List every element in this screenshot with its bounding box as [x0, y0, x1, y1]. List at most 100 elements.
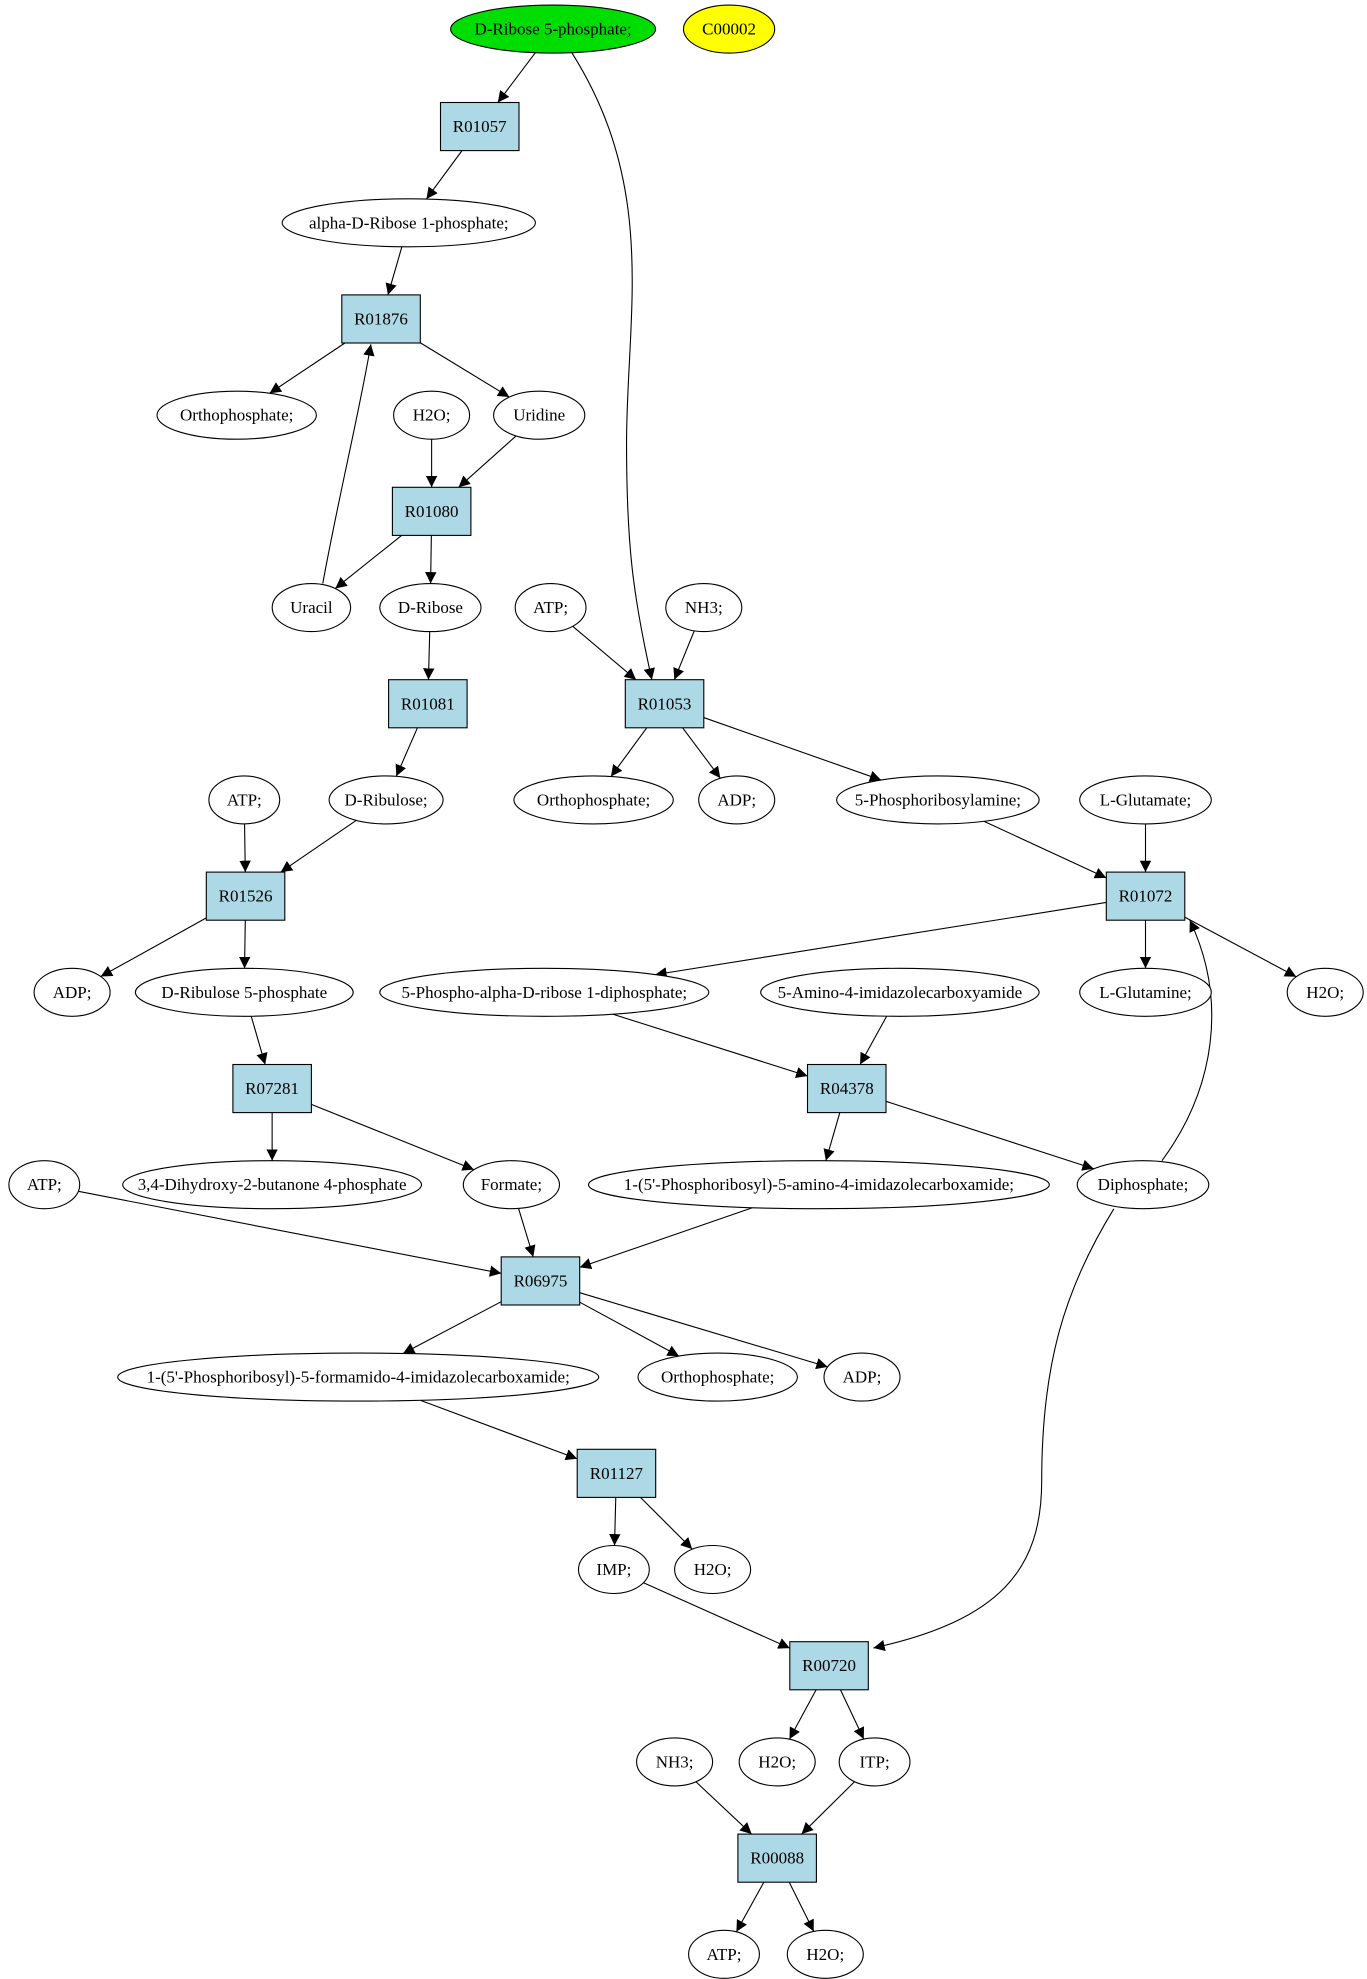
compound-node-adp-2[interactable]: ADP;: [33, 967, 111, 1017]
reaction-node-shape: [789, 1641, 869, 1691]
edge-diphosphate-to-r01072: [1162, 920, 1212, 1160]
compound-node-h2o-5[interactable]: H2O;: [786, 1929, 864, 1979]
edge-faicar-to-r01127: [421, 1400, 578, 1461]
compound-node-imp[interactable]: IMP;: [577, 1544, 650, 1595]
edge-r07281-to-formate: [311, 1104, 474, 1171]
edge-r06975-to-orthophosphate-3: [580, 1302, 679, 1356]
compound-node-a-d-ribose-1p[interactable]: alpha-D-Ribose 1-phosphate;: [281, 198, 536, 248]
edge-atp-2-to-r01526: [239, 824, 251, 872]
node-label: 5-Phosphoribosylamine;: [855, 790, 1021, 809]
compound-node-faicar[interactable]: 1-(5'-Phosphoribosyl)-5-formamido-4-imid…: [117, 1352, 600, 1402]
edge-layer: [78, 53, 1296, 1932]
node-label: ADP;: [717, 790, 756, 809]
compound-node-shape: [577, 1544, 650, 1595]
compound-node-h2o-4[interactable]: H2O;: [738, 1737, 816, 1787]
node-label: 5-Amino-4-imidazolecarboxyamide: [778, 983, 1023, 1002]
compound-node-shape: [122, 1160, 423, 1210]
edge-imp-to-r00720: [644, 1583, 790, 1648]
compound-node-d-ribulose[interactable]: D-Ribulose;: [328, 775, 444, 825]
compound-node-orthophosphate-1[interactable]: Orthophosphate;: [156, 390, 317, 440]
compound-node-nh3-1[interactable]: NH3;: [665, 583, 743, 633]
edge-r01053-to-orthophosphate-2: [611, 728, 647, 777]
compound-node-shape: [665, 583, 743, 633]
compound-node-d-ribose[interactable]: D-Ribose: [379, 583, 482, 633]
node-label: R01127: [590, 1464, 644, 1483]
reaction-node-r01080[interactable]: R01080: [391, 486, 472, 536]
edge-d-ribulose-5p-to-r07281: [251, 1016, 268, 1064]
node-label: ATP;: [707, 1945, 742, 1964]
edge-r06975-to-adp-3: [580, 1293, 828, 1370]
compound-node-c00002[interactable]: C00002: [682, 4, 776, 54]
compound-node-h2o-2[interactable]: H2O;: [1286, 967, 1364, 1017]
node-label: Uridine: [513, 406, 565, 425]
reaction-node-shape: [439, 101, 520, 152]
compound-node-d-ribulose-5p[interactable]: D-Ribulose 5-phosphate: [134, 967, 354, 1017]
compound-node-diphosphate[interactable]: Diphosphate;: [1076, 1160, 1210, 1210]
compound-node-shape: [636, 1737, 714, 1787]
reaction-node-r01876[interactable]: R01876: [341, 294, 421, 344]
node-label: ATP;: [227, 790, 262, 809]
node-label: ADP;: [53, 983, 92, 1002]
edge-r01053-to-adp-1: [683, 728, 721, 778]
reaction-node-r01526[interactable]: R01526: [205, 871, 286, 921]
node-label: H2O;: [413, 406, 451, 425]
compound-node-aica[interactable]: 5-Amino-4-imidazolecarboxyamide: [760, 967, 1040, 1017]
compound-node-shape: [271, 583, 352, 633]
compound-node-uridine[interactable]: Uridine: [493, 390, 586, 440]
compound-node-aicar[interactable]: 1-(5'-Phosphoribosyl)-5-amino-4-imidazol…: [587, 1160, 1050, 1210]
node-label: H2O;: [806, 1945, 844, 1964]
node-label: Formate;: [481, 1175, 542, 1194]
edge-r01526-to-d-ribulose-5p: [239, 920, 251, 968]
node-label: Diphosphate;: [1098, 1175, 1189, 1194]
compound-node-l-glutamate[interactable]: L-Glutamate;: [1079, 775, 1212, 825]
compound-node-orthophosphate-3[interactable]: Orthophosphate;: [637, 1352, 798, 1402]
compound-node-dhbp[interactable]: 3,4-Dihydroxy-2-butanone 4-phosphate: [122, 1160, 423, 1210]
reaction-node-r01072[interactable]: R01072: [1105, 871, 1186, 921]
reaction-node-shape: [806, 1063, 887, 1114]
reaction-node-r04378[interactable]: R04378: [806, 1063, 887, 1114]
edge-d-ribose-5p-to-r01053: [572, 53, 655, 680]
edge-phosphoribosylamine-to-r01072: [984, 821, 1106, 878]
compound-node-adp-1[interactable]: ADP;: [698, 775, 776, 825]
compound-node-nh3-2[interactable]: NH3;: [636, 1737, 714, 1787]
reaction-node-r00088[interactable]: R00088: [737, 1833, 817, 1883]
compound-node-adp-3[interactable]: ADP;: [823, 1352, 901, 1402]
reaction-node-r01127[interactable]: R01127: [576, 1448, 657, 1498]
reaction-node-r07281[interactable]: R07281: [232, 1063, 312, 1114]
node-label: ATP;: [27, 1175, 62, 1194]
reaction-node-r06975[interactable]: R06975: [500, 1256, 581, 1306]
edge-formate-to-r06975: [519, 1209, 536, 1257]
node-label: R07281: [245, 1079, 299, 1098]
compound-node-phosphoribosylamine[interactable]: 5-Phosphoribosylamine;: [836, 775, 1040, 825]
compound-node-itp[interactable]: ITP;: [838, 1737, 911, 1787]
compound-node-prpp[interactable]: 5-Phospho-alpha-D-ribose 1-diphosphate;: [379, 967, 710, 1017]
reaction-node-r00720[interactable]: R00720: [789, 1641, 869, 1691]
edge-r01526-to-adp-2: [101, 918, 207, 977]
reaction-node-shape: [737, 1833, 817, 1883]
node-label: 1-(5'-Phosphoribosyl)-5-formamido-4-imid…: [147, 1368, 570, 1387]
compound-node-uracil[interactable]: Uracil: [271, 583, 352, 633]
compound-node-atp-3[interactable]: ATP;: [8, 1160, 81, 1210]
reaction-node-r01057[interactable]: R01057: [439, 101, 520, 152]
compound-node-h2o-1[interactable]: H2O;: [393, 390, 471, 440]
compound-node-formate[interactable]: Formate;: [462, 1160, 561, 1210]
reaction-node-r01053[interactable]: R01053: [624, 679, 705, 729]
compound-node-h2o-3[interactable]: H2O;: [674, 1544, 752, 1595]
compound-node-l-glutamine[interactable]: L-Glutamine;: [1079, 967, 1212, 1017]
compound-node-atp-1[interactable]: ATP;: [514, 583, 587, 633]
compound-node-shape: [738, 1737, 816, 1787]
node-label: Orthophosphate;: [661, 1368, 774, 1387]
edge-r01127-to-imp: [609, 1497, 621, 1545]
reaction-node-r01081[interactable]: R01081: [388, 679, 468, 729]
compound-node-atp-4[interactable]: ATP;: [688, 1929, 760, 1979]
reaction-node-shape: [341, 294, 421, 344]
compound-node-shape: [838, 1737, 911, 1787]
node-label: ITP;: [859, 1752, 889, 1771]
compound-node-d-ribose-5p[interactable]: D-Ribose 5-phosphate;: [450, 4, 657, 54]
compound-node-atp-2[interactable]: ATP;: [208, 775, 281, 825]
compound-node-orthophosphate-2[interactable]: Orthophosphate;: [513, 775, 674, 825]
compound-node-shape: [587, 1160, 1050, 1210]
edge-r01057-to-a-d-ribose-1p: [426, 151, 462, 199]
reaction-node-shape: [500, 1256, 581, 1306]
edge-r00720-to-itp: [840, 1690, 863, 1739]
